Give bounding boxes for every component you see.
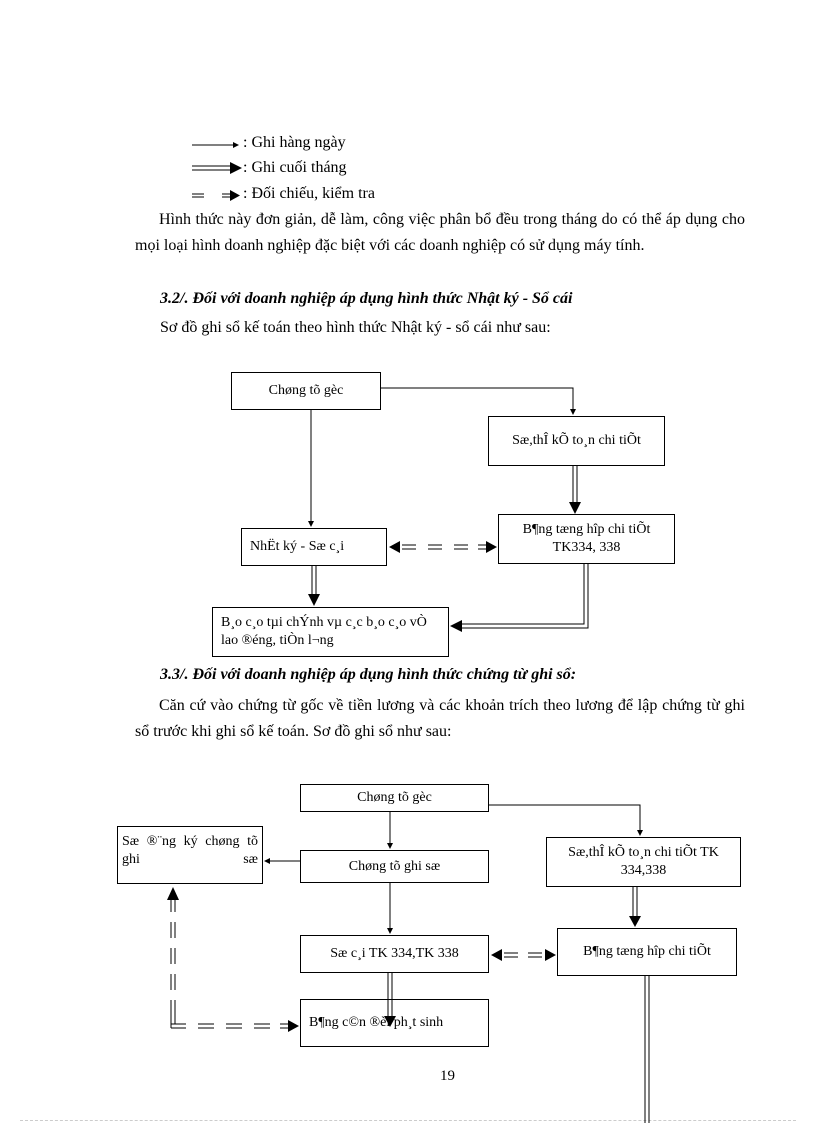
box-33-voucher: Chøng tõ ghi sæ <box>300 850 489 883</box>
legend-month-end: : Ghi cuối tháng <box>243 159 347 176</box>
section-32-heading: 3.2/. Đối với doanh nghiệp áp dụng hình … <box>160 290 573 307</box>
box-32-financial-report: B¸o c¸o tµi chÝnh vµ c¸c b¸o c¸o vÒ lao … <box>212 607 449 657</box>
box-32-source-docs: Chøng tõ gèc <box>231 372 381 410</box>
box-33-source-docs: Chøng tõ gèc <box>300 784 489 812</box>
section-32-description: Sơ đồ ghi sổ kế toán theo hình thức Nhật… <box>160 319 551 336</box>
section-33-paragraph: Căn cứ vào chứng từ gốc về tiền lương và… <box>135 697 745 740</box>
legend-daily: : Ghi hàng ngày <box>243 134 346 151</box>
legend-symbols <box>192 142 242 201</box>
box-33-detail-ledger: Sæ,thÎ kÕ to¸n chi tiÕt TK 334,338 <box>546 837 741 887</box>
section-33-heading: 3.3/. Đối với doanh nghiệp áp dụng hình … <box>160 666 577 683</box>
box-33-register: Sæ ®¨ng ký chøng tõ ghi sæ <box>117 826 263 884</box>
box-33-summary-detail: B¶ng tæng hîp chi tiÕt <box>557 928 737 976</box>
box-32-detail-ledger: Sæ,thÎ kÕ to¸n chi tiÕt <box>488 416 665 466</box>
box-33-general-ledger: Sæ c¸i TK 334,TK 338 <box>300 935 489 973</box>
page-number: 19 <box>440 1068 455 1084</box>
legend-check: : Đối chiếu, kiểm tra <box>243 185 375 202</box>
footer-divider <box>20 1120 796 1121</box>
box-32-summary-detail: B¶ng tæng hîp chi tiÕt TK334, 338 <box>498 514 675 564</box>
box-33-trial-balance: B¶ng c©n ®èi ph¸t sinh <box>300 999 489 1047</box>
intro-paragraph: Hình thức này đơn giản, dễ làm, công việ… <box>135 211 745 254</box>
box-32-journal-ledger: NhËt ký - Sæ c¸i <box>241 528 387 566</box>
